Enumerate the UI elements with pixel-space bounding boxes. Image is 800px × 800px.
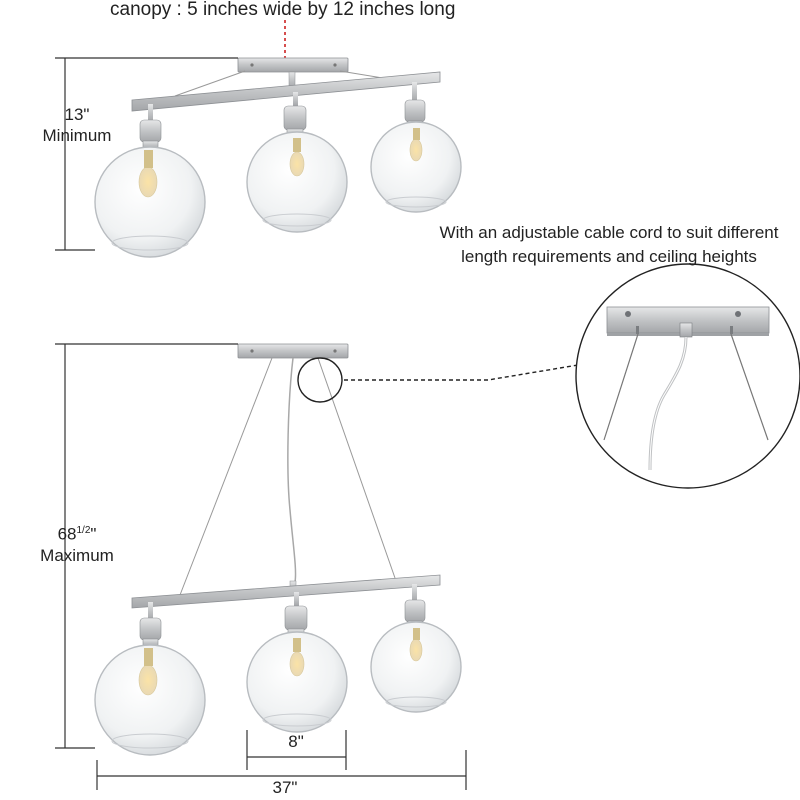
top-middle-light: [246, 92, 348, 233]
bottom-bar: [131, 574, 441, 609]
bulb: [409, 638, 423, 662]
top-bar: [131, 71, 441, 112]
bulb: [289, 151, 305, 177]
glass-globe: [94, 146, 206, 258]
detail-callout: [575, 263, 800, 489]
glass-globe: [246, 131, 348, 233]
zoom-leader: [344, 364, 579, 381]
bulb: [138, 166, 158, 198]
bulb: [138, 664, 158, 696]
minimum-height-label: 13" Minimum: [22, 104, 132, 146]
shade-spacing-label: 8": [288, 732, 304, 751]
glass-globe: [370, 621, 462, 713]
maximum-height-dimension: [55, 343, 238, 749]
shade-spacing-dimension: [246, 730, 347, 770]
glass-globe: [94, 644, 206, 756]
bottom-middle-light: [246, 592, 348, 733]
total-width-dimension: [96, 750, 467, 790]
minimum-height-caption: Minimum: [42, 126, 112, 145]
maximum-height-caption: Maximum: [40, 545, 114, 565]
canopy-plate: [237, 57, 349, 73]
total-width-label: 37": [240, 778, 330, 798]
top-fixture: [55, 20, 462, 258]
cable-note: With an adjustable cable cord to suit di…: [418, 221, 800, 269]
bottom-left-light: [94, 602, 206, 756]
glass-globe: [246, 631, 348, 733]
canopy-plate: [237, 343, 349, 359]
bulb: [409, 138, 423, 162]
maximum-height-value: 681/2": [57, 524, 97, 544]
bottom-fixture: [55, 343, 579, 790]
power-cord: [287, 357, 297, 583]
bottom-right-light: [370, 584, 462, 713]
detail-circle: [575, 263, 800, 489]
maximum-height-label: 681/2" Maximum: [22, 520, 132, 566]
top-left-light: [94, 104, 206, 258]
zoom-marker: [297, 357, 343, 403]
bulb: [289, 651, 305, 677]
glass-globe: [370, 121, 462, 213]
top-right-light: [370, 82, 462, 213]
cable-note-line2: length requirements and ceiling heights: [461, 247, 757, 266]
canopy-note: canopy : 5 inches wide by 12 inches long: [110, 0, 456, 20]
cable-note-line1: With an adjustable cable cord to suit di…: [439, 223, 779, 242]
minimum-height-value: 13": [64, 105, 90, 124]
minimum-height-dimension: [55, 57, 238, 251]
